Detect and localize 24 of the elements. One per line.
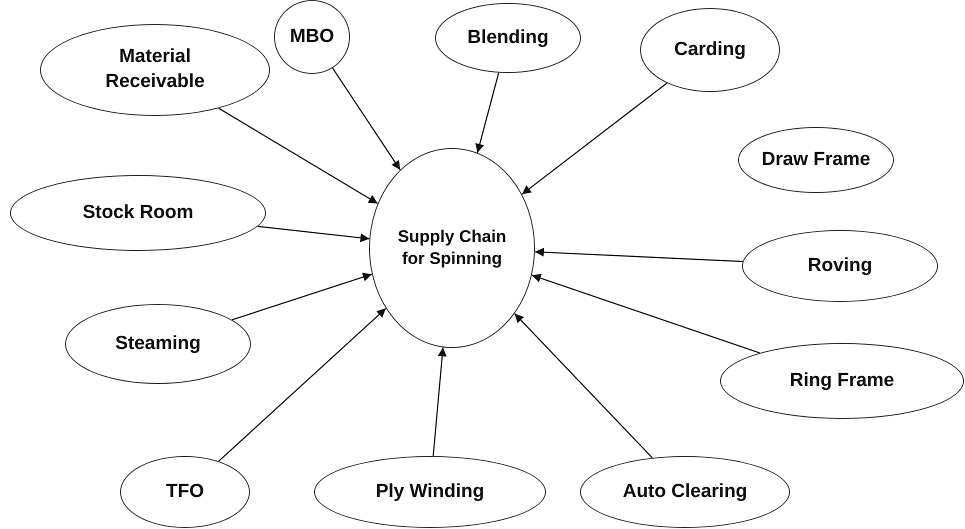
node-label: Draw Frame	[762, 148, 870, 172]
arrow	[332, 68, 401, 170]
arrow	[232, 272, 372, 320]
arrow	[258, 226, 370, 242]
arrow	[475, 72, 500, 153]
arrow	[218, 108, 378, 204]
node-label: Steaming	[115, 332, 201, 356]
node-label: Auto Clearing	[622, 480, 748, 504]
arrow	[532, 274, 760, 354]
node-label: Material Receivable	[104, 45, 206, 94]
node-label: Ply Winding	[376, 480, 484, 504]
arrow	[522, 82, 668, 195]
arrow	[514, 313, 653, 458]
node-label: Carding	[674, 38, 746, 62]
arrow	[432, 347, 447, 456]
node-label: TFO	[166, 480, 204, 504]
arrow	[534, 248, 743, 262]
arrow	[218, 308, 386, 462]
node-label: Ring Frame	[790, 368, 894, 393]
node-label: MBO	[290, 24, 334, 49]
node-label: Blending	[467, 26, 549, 50]
node-label: Stock Room	[82, 200, 194, 225]
node-label: Supply Chain for Spinning	[397, 226, 507, 270]
node-label: Roving	[808, 254, 872, 278]
